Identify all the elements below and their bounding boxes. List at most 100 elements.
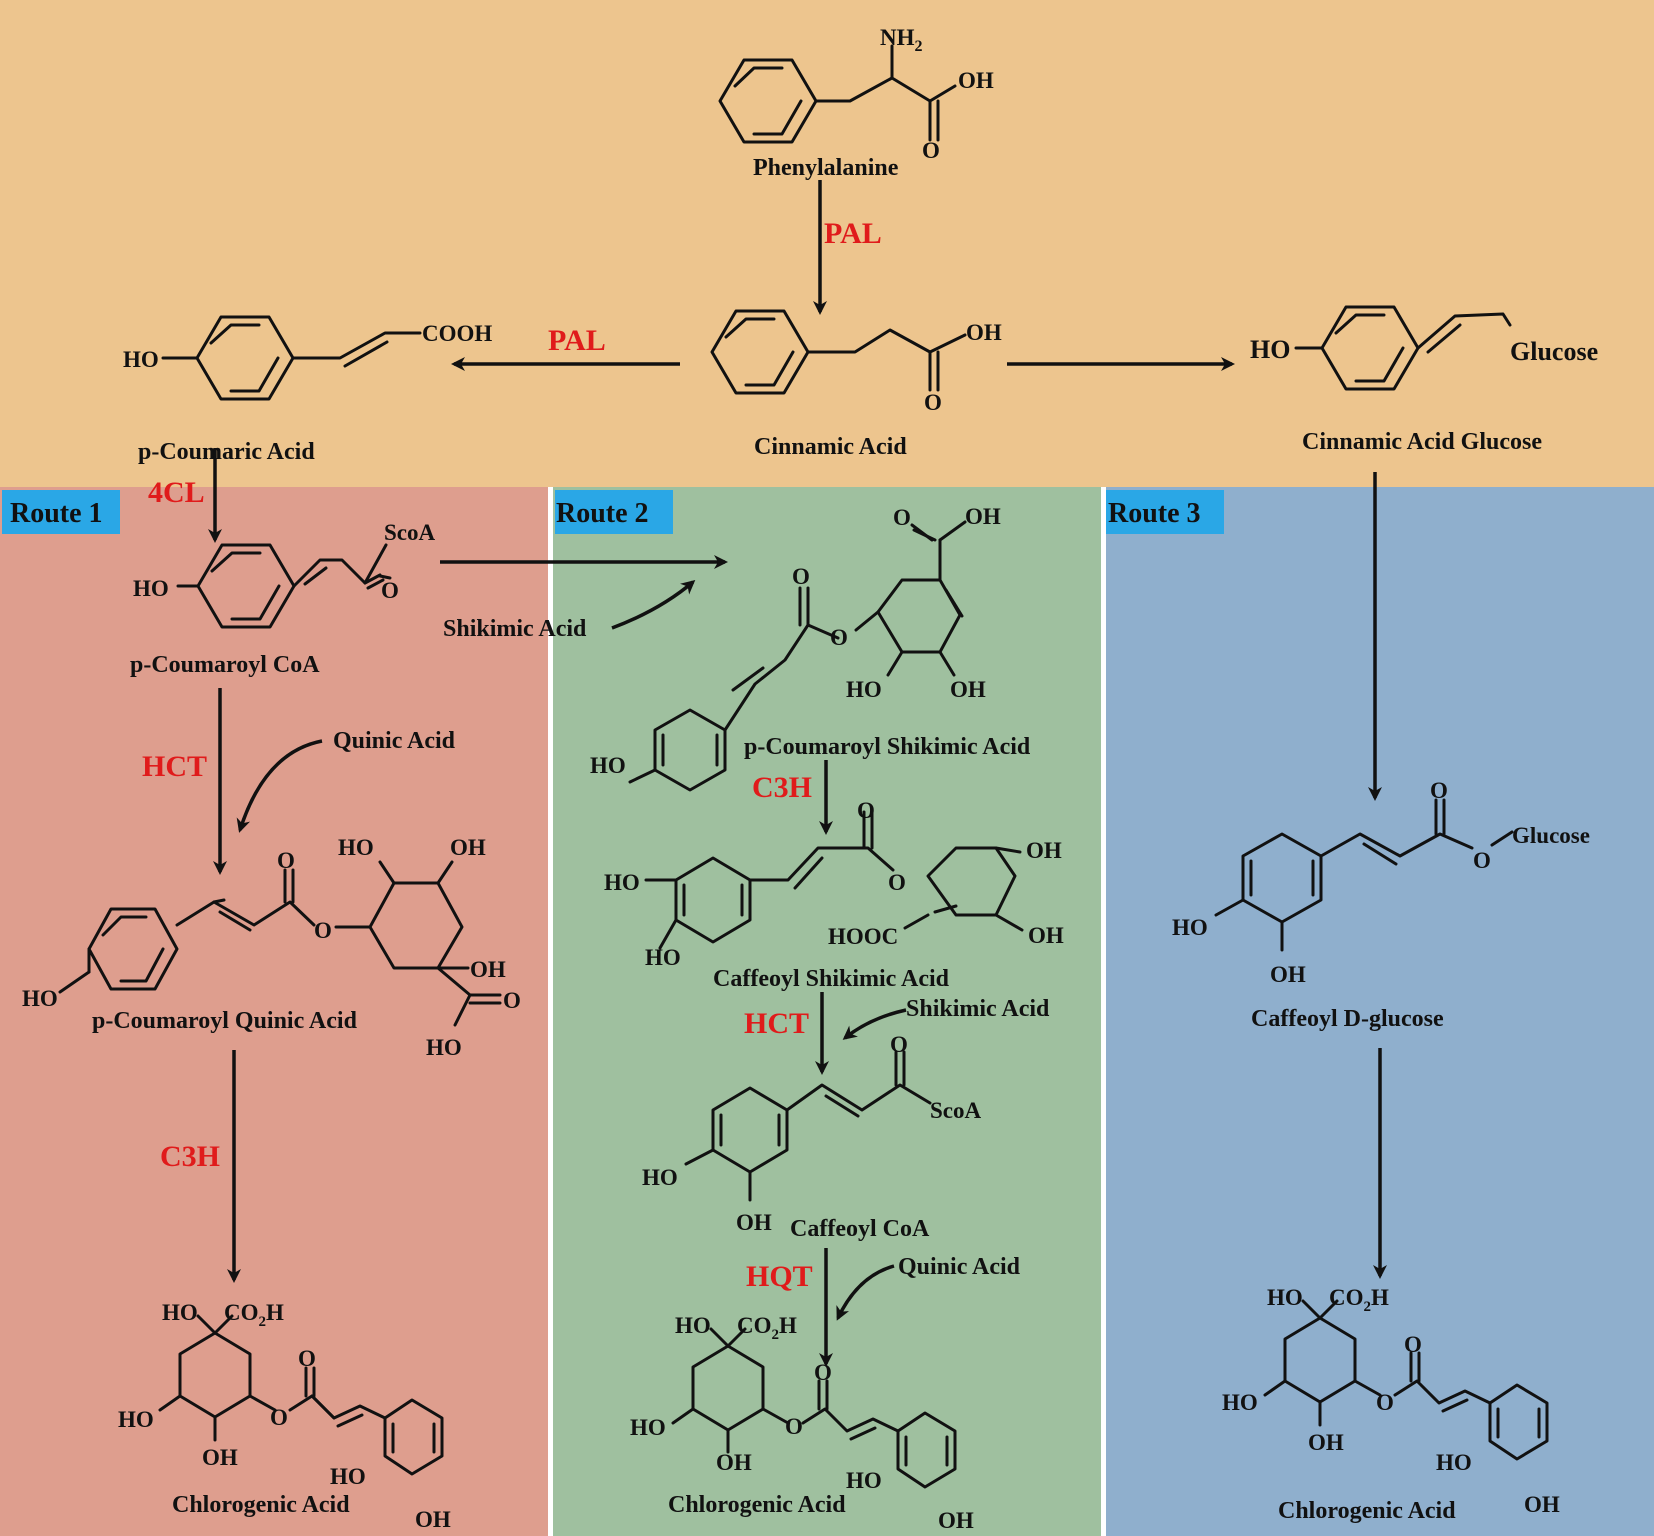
enzyme-pal-1: PAL [824,217,882,250]
atom-oh: OH [950,677,986,702]
atom-oh: OH [1308,1430,1344,1455]
label-caffeoyl-shikimic-acid: Caffeoyl Shikimic Acid [713,966,950,992]
arrow-shikimic-acid-in [611,580,696,630]
atom-ho: HO [1222,1390,1258,1415]
enzyme-pal-2: PAL [548,324,606,357]
panel-divider [1101,487,1106,1536]
enzyme-4cl: 4CL [148,476,205,509]
atom-o: O [298,1346,316,1371]
atom-glucose: Glucose [1512,823,1590,848]
atom-o: O [922,138,940,163]
caffeoyl-shikimic-acid-structure: HO HO O O OH OH HOOC [604,798,1064,970]
atom-ho: HO [630,1415,666,1440]
atom-glucose: Glucose [1510,337,1598,366]
chlorogenic-acid-structure-1: HO CO2H HO OH O O HO OH [118,1300,451,1532]
route-1-tag-bg [2,490,120,534]
cofactor-shikimic-acid-1: Shikimic Acid [443,616,587,642]
label-p-coumaroyl-shikimic-acid: p-Coumaroyl Shikimic Acid [744,734,1031,760]
atom-oh: OH [966,320,1002,345]
atom-o: O [785,1414,803,1439]
atom-ho: HO [675,1313,711,1338]
atom-ho: HO [1172,915,1208,940]
atom-cooh: COOH [422,321,492,346]
phenylpropanoid-panel [0,0,1654,487]
atom-ho: HO [1250,335,1290,364]
arrow-quinic-acid-in [236,739,323,833]
atom-o: O [1430,778,1448,803]
cofactor-quinic-acid-2: Quinic Acid [898,1254,1021,1280]
chlorogenic-acid-structure-2: HO CO2H HO OH O O HO OH [630,1313,974,1533]
atom-ho: HO [1436,1450,1472,1475]
atom-ho: HO [846,1468,882,1493]
atom-o: O [888,870,906,895]
atom-ho: HO [642,1165,678,1190]
atom-o: O [503,988,521,1013]
arrow-shikimic-acid-in-2 [842,1008,907,1040]
atom-co2h: CO2H [1329,1285,1389,1315]
atom-o: O [924,390,942,415]
atom-oh: OH [470,957,506,982]
enzyme-c3h-2: C3H [752,771,812,804]
cofactor-shikimic-acid-2: Shikimic Acid [906,996,1050,1022]
phenylalanine-structure: NH2 OH O [718,25,994,163]
enzyme-c3h-1: C3H [160,1140,220,1173]
atom-ho: HO [604,870,640,895]
atom-o: O [270,1405,288,1430]
atom-oh: OH [938,1508,974,1533]
route-1-panel [0,487,548,1536]
chlorogenic-acid-structure-3: HO CO2H HO OH O O HO OH [1222,1285,1560,1517]
atom-o: O [890,1032,908,1057]
route-3-panel [1106,487,1654,1536]
label-p-coumaric-acid: p-Coumaric Acid [138,439,315,465]
atom-ho: HO [426,1035,462,1060]
cofactor-quinic-acid-1: Quinic Acid [333,728,456,754]
atom-o: O [1473,848,1491,873]
atom-ho: HO [22,986,58,1011]
atom-o: O [830,625,848,650]
caffeoyl-d-glucose-structure: HO OH O O Glucose [1172,778,1590,987]
atom-o: O [792,564,810,589]
p-coumaroyl-shikimic-acid-structure: HO O O O OH HO OH [590,504,1001,792]
label-chlorogenic-acid-2: Chlorogenic Acid [668,1492,846,1518]
atom-co2h: CO2H [737,1313,797,1343]
atom-oh: OH [1524,1492,1560,1517]
atom-oh: OH [450,835,486,860]
atom-ho: HO [846,677,882,702]
atom-ho: HO [1267,1285,1303,1310]
atom-o: O [814,1360,832,1385]
label-phenylalanine: Phenylalanine [753,155,899,181]
label-p-coumaroyl-coa: p-Coumaroyl CoA [130,652,320,678]
atom-oh: OH [1028,923,1064,948]
atom-co2h: CO2H [224,1300,284,1330]
atom-oh: OH [1270,962,1306,987]
atom-ho: HO [338,835,374,860]
atom-o: O [893,505,911,530]
label-chlorogenic-acid-3: Chlorogenic Acid [1278,1498,1456,1524]
atom-oh: OH [202,1445,238,1470]
atom-nh2: NH2 [880,25,923,55]
atom-o: O [1376,1390,1394,1415]
atom-oh: OH [716,1450,752,1475]
atom-o: O [1404,1332,1422,1357]
atom-oh: OH [736,1210,772,1235]
atom-oh: OH [965,504,1001,529]
atom-oh: OH [415,1507,451,1532]
atom-o: O [277,848,295,873]
arrow-quinic-acid-in-2 [836,1264,895,1321]
enzyme-hqt: HQT [746,1260,813,1293]
label-caffeoyl-d-glucose: Caffeoyl D-glucose [1251,1006,1444,1032]
route-3-label: Route 3 [1108,498,1201,529]
atom-ho: HO [590,753,626,778]
label-cinnamic-acid: Cinnamic Acid [754,434,907,460]
route-3-tag-bg [1106,490,1224,534]
atom-ho: HO [133,576,169,601]
atom-scoa: ScoA [930,1098,982,1123]
atom-o: O [314,918,332,943]
atom-ho: HO [123,347,159,372]
p-coumaroyl-quinic-acid-structure: HO O O HO OH OH O HO [22,835,521,1060]
atom-oh: OH [1026,838,1062,863]
atom-o: O [857,798,875,823]
panel-divider [548,487,553,1536]
